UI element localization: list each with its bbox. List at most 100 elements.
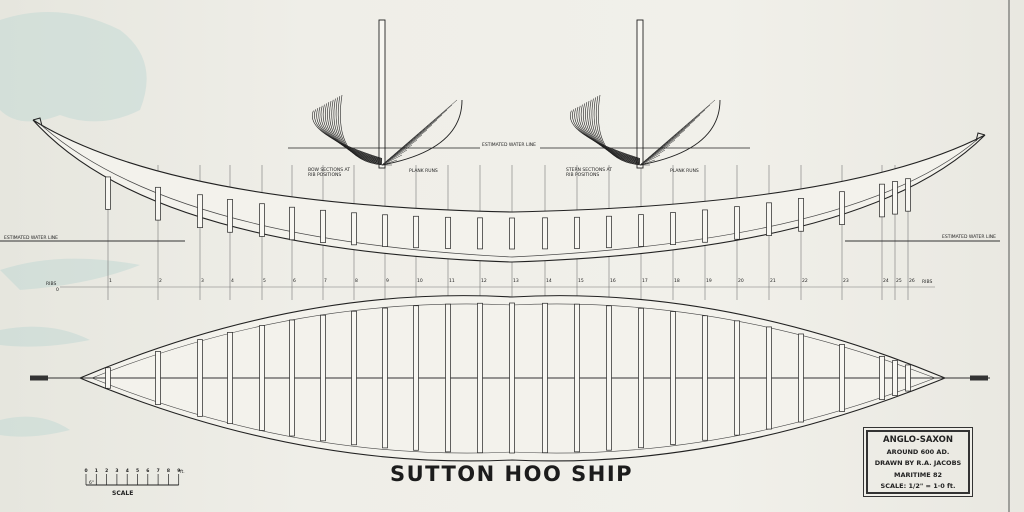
rib-side xyxy=(413,215,419,249)
bow-plank-run xyxy=(381,99,458,166)
stern-mast xyxy=(636,19,644,169)
rib-number: 9 xyxy=(386,278,389,284)
plank-runs-label-left: PLANK RUNS xyxy=(409,168,438,174)
bow-plank-run xyxy=(381,154,403,166)
bow-section-curve xyxy=(333,98,383,164)
title-block-line-2: AROUND 600 AD. xyxy=(886,447,950,456)
rib-side xyxy=(320,209,326,243)
stern-section-curve xyxy=(583,103,641,162)
rib-plan xyxy=(574,303,580,453)
rib-side xyxy=(259,203,265,237)
scale-tick-label: 0 xyxy=(85,468,88,474)
bow-section-curve xyxy=(311,110,383,159)
rib-plan xyxy=(879,355,885,401)
rib-plan xyxy=(798,333,804,423)
water-stains xyxy=(0,12,147,437)
rib-number: 15 xyxy=(578,278,584,284)
side-elevation xyxy=(32,117,986,263)
rib-side xyxy=(638,214,644,247)
rib-number: 17 xyxy=(642,278,648,284)
scale-tick-label: 3 xyxy=(115,468,118,474)
rib-side xyxy=(382,214,388,247)
rib-number: 12 xyxy=(481,278,487,284)
rib-number: 26 xyxy=(909,278,915,284)
rib-number: 3 xyxy=(201,278,204,284)
rib-plan xyxy=(702,315,708,441)
plan-view xyxy=(30,295,990,462)
rib-side xyxy=(155,186,161,221)
scale-label: SCALE xyxy=(112,490,133,497)
keel-end-right xyxy=(970,375,988,381)
title-block-line-1: ANGLO-SAXON xyxy=(883,435,953,445)
stern-section-curve xyxy=(572,109,641,160)
stern-section-curve xyxy=(595,96,641,165)
rib-side xyxy=(606,215,612,249)
rib-number: 7 xyxy=(324,278,327,284)
rib-plan xyxy=(670,311,676,445)
scale-tick-label: 7 xyxy=(157,468,160,474)
rib-plan xyxy=(382,307,388,449)
rib-number: 11 xyxy=(449,278,455,284)
rib-number: 23 xyxy=(843,278,849,284)
rib-plan xyxy=(638,307,644,449)
stern-section-curve xyxy=(589,99,641,164)
section-water-line-label: ESTIMATED WATER LINE xyxy=(482,142,536,148)
scale-unit: ft. xyxy=(180,469,185,475)
rib-side xyxy=(227,199,233,233)
rib-side xyxy=(197,194,203,229)
rib-side xyxy=(879,183,885,218)
ribs-label-left: RIBS xyxy=(46,281,56,287)
title-block-line-3: DRAWN BY R.A. JACOBS xyxy=(874,459,962,467)
stern-outer-frame xyxy=(639,99,721,166)
rib-plan xyxy=(542,302,548,454)
rib-plan xyxy=(734,320,740,436)
stern-section-curve xyxy=(578,105,641,161)
rib-side xyxy=(289,206,295,241)
bow-section-curve xyxy=(340,94,383,166)
bow-section-curve xyxy=(337,96,383,165)
stern-section-curve xyxy=(585,102,641,163)
water-line-label-left: ESTIMATED WATER LINE xyxy=(4,235,58,241)
stern-sections-label-2: RIB POSITIONS xyxy=(566,172,599,178)
stern-section-curve xyxy=(569,110,641,159)
scale-tick-label: 5 xyxy=(136,468,139,474)
rib-number: 14 xyxy=(546,278,552,284)
scale-tick-label: 1 xyxy=(95,468,98,474)
rib-number: 1 xyxy=(109,278,112,284)
rib-plan xyxy=(606,305,612,451)
water-line-label-right: ESTIMATED WATER LINE xyxy=(942,234,996,240)
rib-plan xyxy=(477,302,483,454)
bow-outer-frame xyxy=(381,99,463,166)
rib-plan xyxy=(227,331,233,425)
rib-number: 13 xyxy=(513,278,519,284)
bow-section-curve xyxy=(335,97,383,165)
rib-side xyxy=(351,212,357,246)
rib-plan xyxy=(259,325,265,431)
rib-plan xyxy=(105,367,111,389)
stern-section-curve xyxy=(574,108,641,160)
rib-plan xyxy=(766,326,772,430)
rib-side xyxy=(542,217,548,250)
stern-section-curve xyxy=(576,106,641,161)
rib-number: 4 xyxy=(231,278,234,284)
stern-section-curve xyxy=(580,104,641,162)
stern-section-curve xyxy=(591,98,641,164)
bow-section-curve xyxy=(316,108,383,160)
rib-number: 21 xyxy=(770,278,776,284)
bow-sections-label: BOW SECTIONS AT xyxy=(308,167,350,173)
rib-plan xyxy=(197,339,203,417)
stern-sections-label: STERN SECTIONS AT xyxy=(566,167,612,173)
plank-runs-label-right: PLANK RUNS xyxy=(670,168,699,174)
rib-number: 22 xyxy=(802,278,808,284)
bow-mast xyxy=(378,19,386,169)
rib-number: 19 xyxy=(706,278,712,284)
stern-section-curve xyxy=(587,100,641,163)
rib-plan xyxy=(509,302,515,454)
scale-tick-label: 8 xyxy=(167,468,170,474)
rib-number: 18 xyxy=(674,278,680,284)
rib-number: 8 xyxy=(355,278,358,284)
ribs-label-left-sub: 0 xyxy=(56,287,59,293)
stern-plank-run xyxy=(639,154,661,166)
